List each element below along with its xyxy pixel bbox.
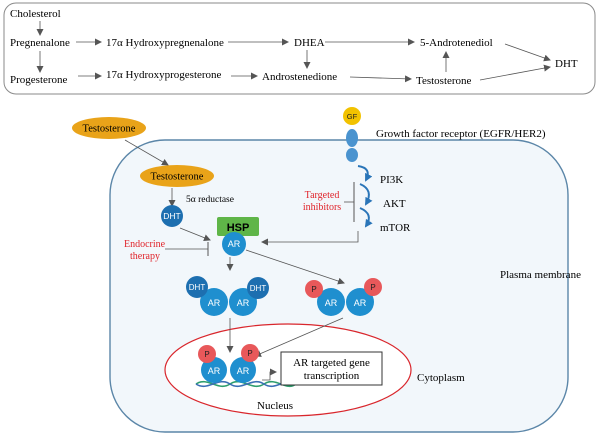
plasma-membrane-label: Plasma membrane xyxy=(500,269,581,281)
dimer-ar-right-label: AR xyxy=(237,298,250,308)
arrow-testosterone-entry xyxy=(124,139,169,166)
targeted-inhibitors: Targeted inhibitors xyxy=(303,182,355,222)
transcription-box: AR targeted gene transcription xyxy=(280,351,383,386)
cholesterol-label: Cholesterol xyxy=(10,8,61,20)
arrow-mtor-ar xyxy=(261,231,359,246)
gf-receptor-label: Growth factor receptor (EGFR/HER2) xyxy=(376,128,546,140)
pi3k-label: PI3K xyxy=(380,174,403,186)
arrow-testosterone-dht xyxy=(479,64,551,81)
arrow-androstenedione-testosterone xyxy=(349,75,412,83)
pathway-dht-label: DHT xyxy=(555,58,578,70)
nuclear-ar-left-label: AR xyxy=(208,366,221,376)
cytoplasm-label: Cytoplasm xyxy=(417,372,465,384)
phospho-ar-dimer: P P AR AR xyxy=(305,278,382,316)
pi3k-cascade: PI3K AKT mTOR xyxy=(261,165,411,246)
cascade-arrow-akt xyxy=(359,183,373,206)
dimer-dht-left xyxy=(186,276,208,298)
nuclear-ar-dimer: P P AR AR xyxy=(198,344,259,383)
androtenediol-label: 5-Androtenediol xyxy=(420,37,493,49)
hydroxyprogesterone-label: 17α Hydroxyprogesterone xyxy=(106,69,222,81)
hydroxypregnenalone-label: 17α Hydroxypregnenalone xyxy=(106,37,224,49)
hsp-box xyxy=(217,217,259,236)
nuclear-p-right-label: P xyxy=(247,349,252,358)
transcription-label-1: AR targeted gene xyxy=(293,357,370,369)
nuclear-ar-right-label: AR xyxy=(237,366,250,376)
nuclear-p-left xyxy=(198,345,216,363)
transcription-frame xyxy=(280,351,383,386)
growth-factor-receptor: GF Growth factor receptor (EGFR/HER2) xyxy=(343,107,546,162)
reductase-label: 5α reductase xyxy=(186,195,234,205)
transcription-label-2: transcription xyxy=(304,370,360,382)
receptor-bottom xyxy=(346,148,358,162)
arrow-dht-ar xyxy=(179,227,211,242)
pregnenalone-label: Pregnenalone xyxy=(10,37,70,49)
steroid-pathway-panel: Cholesterol Pregnenalone 17α Hydroxypreg… xyxy=(3,2,596,95)
androstenedione-label: Androstenedione xyxy=(262,71,337,83)
arrow-phospho-nucleus xyxy=(254,317,344,357)
nuclear-ar-right xyxy=(230,357,256,383)
pathway-arrows xyxy=(36,21,551,83)
dht-molecule: DHT xyxy=(161,205,183,227)
endocrine-therapy: Endocrine therapy xyxy=(124,239,209,262)
cascade-arrow-mtor xyxy=(359,207,373,228)
nucleus-label: Nucleus xyxy=(257,400,293,412)
phospho-ar-right xyxy=(346,288,374,316)
nuclear-p-right xyxy=(241,344,259,362)
receptor-top xyxy=(346,129,358,147)
gf-circle xyxy=(343,107,361,125)
phospho-p-right xyxy=(364,278,382,296)
hsp-label: HSP xyxy=(227,222,250,234)
cascade-arrow-pi3k xyxy=(357,165,373,182)
dimer-ar-left xyxy=(200,288,228,316)
testosterone-inside-bubble xyxy=(140,165,214,187)
gf-label: GF xyxy=(347,112,358,121)
phospho-p-left-label: P xyxy=(311,285,316,294)
pathway-testosterone-label: Testosterone xyxy=(416,75,472,87)
ar-receptor-circle xyxy=(222,232,246,256)
dht-label: DHT xyxy=(163,211,180,221)
phospho-ar-right-label: AR xyxy=(354,298,367,308)
dimer-dht-left-label: DHT xyxy=(189,283,206,292)
phospho-ar-left xyxy=(317,288,345,316)
dht-circle xyxy=(161,205,183,227)
endocrine-label-1: Endocrine xyxy=(124,239,166,250)
testosterone-extracellular: Testosterone xyxy=(72,117,146,139)
dhea-label: DHEA xyxy=(294,37,325,49)
dimer-ar-left-label: AR xyxy=(208,298,221,308)
hsp-ar-complex: HSP AR xyxy=(217,217,259,256)
dimer-dht-right xyxy=(247,277,269,299)
endocrine-label-2: therapy xyxy=(130,251,160,262)
phospho-ar-left-label: AR xyxy=(325,298,338,308)
targeted-inhibitors-label-2: inhibitors xyxy=(303,202,341,213)
pathway-box xyxy=(3,2,596,95)
testosterone-outside-label: Testosterone xyxy=(83,124,136,135)
dht-ar-dimer: DHT DHT AR AR xyxy=(186,276,269,316)
progesterone-label: Progesterone xyxy=(10,74,68,86)
targeted-inhibitors-label-1: Targeted xyxy=(305,190,340,201)
nuclear-ar-left xyxy=(201,357,227,383)
arrow-androtenediol-dht xyxy=(504,43,551,62)
testosterone-outside-bubble xyxy=(72,117,146,139)
testosterone-inside-label: Testosterone xyxy=(151,172,204,183)
mtor-label: mTOR xyxy=(380,222,411,234)
ar-receptor-label: AR xyxy=(228,239,241,249)
testosterone-intracellular: Testosterone xyxy=(140,165,214,187)
phospho-p-left xyxy=(305,280,323,298)
phospho-p-right-label: P xyxy=(370,283,375,292)
arrow-ar-phospho xyxy=(245,249,345,285)
arrow-transcription xyxy=(262,368,277,381)
akt-label: AKT xyxy=(383,198,406,210)
nuclear-p-left-label: P xyxy=(204,350,209,359)
dimer-dht-right-label: DHT xyxy=(250,284,267,293)
